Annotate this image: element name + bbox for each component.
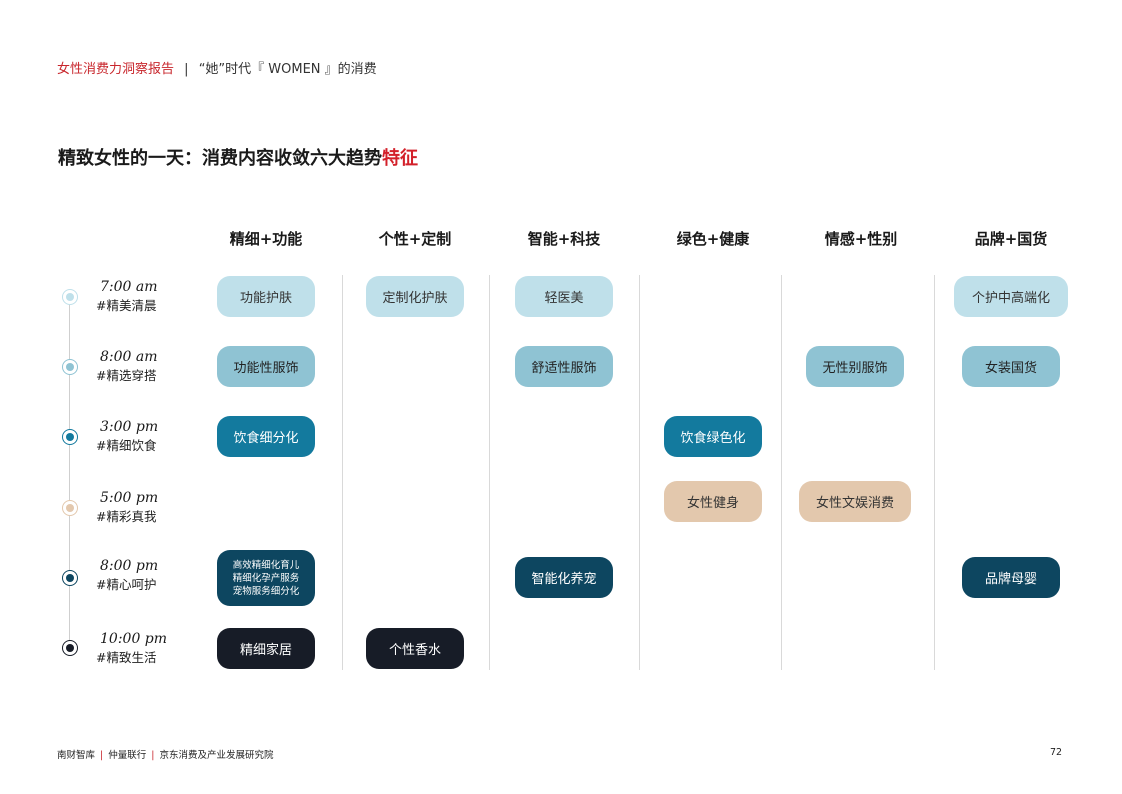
time-tag: #精心呵护 bbox=[96, 577, 157, 592]
column-divider bbox=[342, 275, 343, 670]
timeline-dot bbox=[62, 289, 78, 305]
trend-pill: 个性香水 bbox=[366, 628, 464, 669]
trend-pill: 饮食细分化 bbox=[217, 416, 315, 457]
column-header-smart-tech: 智能+科技 bbox=[527, 230, 601, 248]
time-label: 7:00 am bbox=[100, 279, 158, 295]
trend-pill: 功能护肤 bbox=[217, 276, 315, 317]
timeline-entry: 8:00 pm #精心呵护 bbox=[96, 558, 176, 593]
time-label: 10:00 pm bbox=[100, 631, 168, 647]
trend-pill: 舒适性服饰 bbox=[515, 346, 613, 387]
column-divider bbox=[489, 275, 490, 670]
header-separator: | bbox=[184, 62, 189, 77]
trend-pill-multiline: 高效精细化育儿 精细化孕产服务 宠物服务细分化 bbox=[217, 550, 315, 606]
column-header-brand-domestic: 品牌+国货 bbox=[974, 230, 1048, 248]
time-label: 5:00 pm bbox=[100, 490, 159, 506]
time-label: 3:00 pm bbox=[100, 419, 159, 435]
timeline-entry: 10:00 pm #精致生活 bbox=[96, 631, 176, 666]
time-label: 8:00 am bbox=[100, 349, 158, 365]
report-header: 女性消费力洞察报告 | “她”时代『 WOMEN 』的消费 bbox=[57, 58, 377, 77]
column-divider bbox=[781, 275, 782, 670]
page-title-main: 精致女性的一天：消费内容收敛六大趋势 bbox=[58, 148, 382, 169]
column-header-emotion-gender: 情感+性别 bbox=[824, 230, 898, 248]
footer-credits: 南财智库 | 仲量联行 | 京东消费及产业发展研究院 bbox=[57, 747, 273, 761]
trend-pill: 女性健身 bbox=[664, 481, 762, 522]
page-number: 72 bbox=[1050, 747, 1063, 758]
timeline-dot bbox=[62, 570, 78, 586]
timeline-line bbox=[69, 297, 70, 648]
column-header-refined-function: 精细+功能 bbox=[229, 230, 303, 248]
timeline-dot bbox=[62, 500, 78, 516]
timeline-entry: 5:00 pm #精彩真我 bbox=[96, 490, 176, 525]
timeline-dot bbox=[62, 429, 78, 445]
trend-pill: 精细家居 bbox=[217, 628, 315, 669]
time-tag: #精选穿搭 bbox=[96, 368, 157, 383]
trend-pill: 女性文娱消费 bbox=[799, 481, 911, 522]
trend-pill: 功能性服饰 bbox=[217, 346, 315, 387]
trend-pill: 女装国货 bbox=[962, 346, 1060, 387]
page-title: 精致女性的一天：消费内容收敛六大趋势特征 bbox=[58, 144, 418, 170]
timeline-entry: 3:00 pm #精细饮食 bbox=[96, 419, 176, 454]
timeline-dot bbox=[62, 359, 78, 375]
timeline-entry: 7:00 am #精美清晨 bbox=[96, 279, 176, 314]
footer-org: 京东消费及产业发展研究院 bbox=[159, 750, 274, 761]
column-header-green-health: 绿色+健康 bbox=[676, 230, 750, 248]
time-tag: #精彩真我 bbox=[96, 509, 157, 524]
trend-pill: 品牌母婴 bbox=[962, 557, 1060, 598]
time-tag: #精细饮食 bbox=[96, 438, 157, 453]
trend-line: 高效精细化育儿 bbox=[232, 559, 300, 571]
page-title-highlight: 特征 bbox=[382, 148, 418, 169]
trend-pill: 定制化护肤 bbox=[366, 276, 464, 317]
report-subtitle: “她”时代『 WOMEN 』的消费 bbox=[198, 62, 377, 77]
footer-org: 南财智库 bbox=[57, 750, 96, 761]
footer-separator: | bbox=[151, 750, 155, 761]
time-label: 8:00 pm bbox=[100, 558, 159, 574]
trend-pill: 轻医美 bbox=[515, 276, 613, 317]
timeline-dot bbox=[62, 640, 78, 656]
trend-line: 宠物服务细分化 bbox=[232, 585, 300, 597]
column-header-personal-custom: 个性+定制 bbox=[378, 230, 452, 248]
footer-separator: | bbox=[100, 750, 104, 761]
footer-org: 仲量联行 bbox=[108, 750, 147, 761]
trend-pill: 智能化养宠 bbox=[515, 557, 613, 598]
trend-pill: 无性别服饰 bbox=[806, 346, 904, 387]
time-tag: #精美清晨 bbox=[96, 298, 157, 313]
trend-line: 精细化孕产服务 bbox=[232, 572, 300, 584]
trend-pill: 个护中高端化 bbox=[954, 276, 1068, 317]
column-divider bbox=[639, 275, 640, 670]
trend-pill: 饮食绿色化 bbox=[664, 416, 762, 457]
timeline-entry: 8:00 am #精选穿搭 bbox=[96, 349, 176, 384]
column-divider bbox=[934, 275, 935, 670]
report-brand: 女性消费力洞察报告 bbox=[57, 62, 175, 77]
time-tag: #精致生活 bbox=[96, 650, 157, 665]
